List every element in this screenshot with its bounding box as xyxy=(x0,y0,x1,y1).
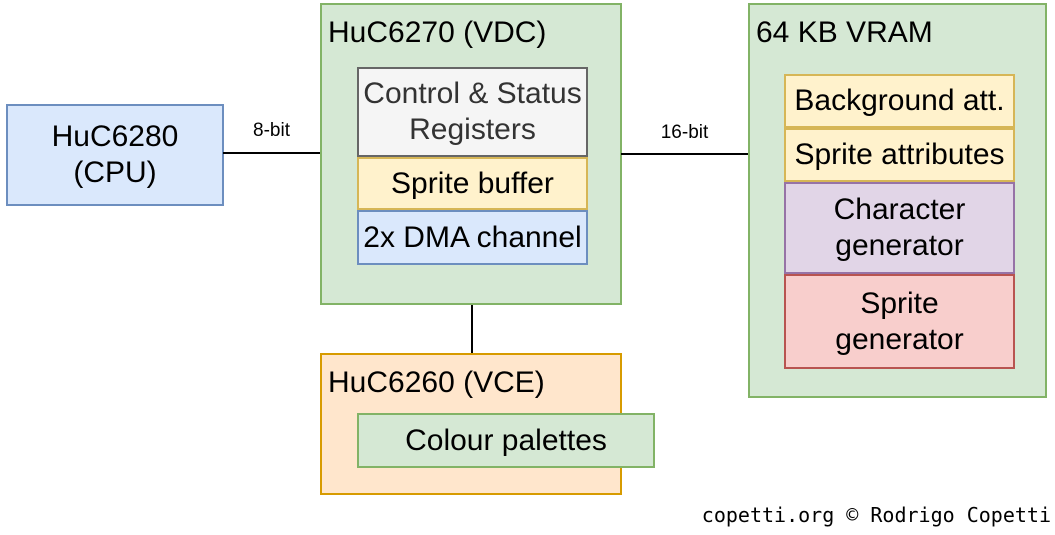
dma-channel-box: 2x DMA channel xyxy=(357,210,588,265)
sprite-buffer-box: Sprite buffer xyxy=(357,157,588,210)
cpu-label: HuC6280 (CPU) xyxy=(51,120,179,189)
cpu-box: HuC6280 (CPU) xyxy=(6,104,224,206)
vce-box: HuC6260 (VCE) Colour palettes xyxy=(320,353,655,495)
sprite-generator-box: Sprite generator xyxy=(784,274,1015,369)
bus-line-vdc-vce xyxy=(471,305,473,353)
vdc-title: HuC6270 (VDC) xyxy=(328,16,547,49)
vram-box: 64 KB VRAM Background att. Sprite attrib… xyxy=(748,3,1047,398)
vram-title: 64 KB VRAM xyxy=(756,16,933,49)
vram-stack: Background att. Sprite attributes Charac… xyxy=(784,74,1015,369)
bus-line-vdc-vram xyxy=(621,153,748,155)
vdc-stack: Control & Status Registers Sprite buffer… xyxy=(357,67,588,265)
character-generator-box: Character generator xyxy=(784,182,1015,274)
sprite-attributes-box: Sprite attributes xyxy=(784,128,1015,182)
vdc-box: HuC6270 (VDC) Control & Status Registers… xyxy=(320,3,622,305)
colour-palettes-box: Colour palettes xyxy=(357,413,655,468)
background-att-box: Background att. xyxy=(784,74,1015,128)
bus-line-cpu-vdc xyxy=(223,152,320,154)
bus-label-8bit: 8-bit xyxy=(253,120,290,141)
bus-label-16bit: 16-bit xyxy=(660,122,709,143)
control-status-registers-box: Control & Status Registers xyxy=(357,67,588,157)
vce-title: HuC6260 (VCE) xyxy=(328,366,545,399)
credit-text: copetti.org © Rodrigo Copetti xyxy=(701,503,1051,527)
